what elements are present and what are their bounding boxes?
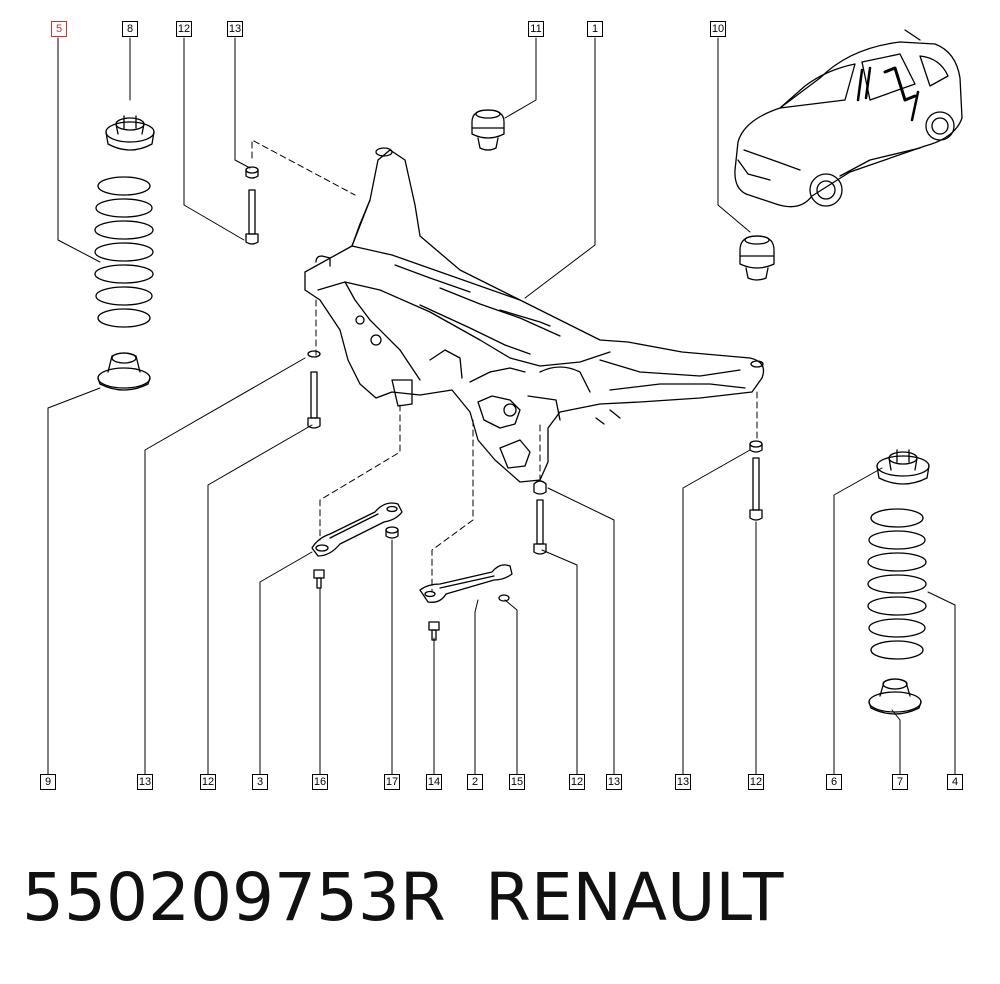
lower-spring-seat-left [97, 352, 151, 391]
callout-13-bottom-a: 13 [137, 774, 153, 790]
callout-15: 15 [509, 774, 525, 790]
lower-spring-seat-right [868, 678, 922, 715]
callout-13-bottom-b: 13 [606, 774, 622, 790]
callout-12-bottom-a: 12 [200, 774, 216, 790]
callout-16: 16 [312, 774, 328, 790]
bolt-mid-13-12 [533, 480, 547, 555]
upper-spring-seat-left [105, 115, 155, 151]
callout-12-bottom-c: 12 [748, 774, 764, 790]
part-number: 550209753R [22, 859, 446, 936]
bolt-left-13-12 [307, 350, 321, 429]
callout-2: 2 [467, 774, 483, 790]
callout-8: 8 [122, 21, 138, 37]
callout-7: 7 [892, 774, 908, 790]
callout-11: 11 [528, 21, 544, 37]
callout-9: 9 [40, 774, 56, 790]
assembly-dashed-lines [251, 139, 758, 593]
bolt-right-13-12 [749, 440, 763, 521]
callout-12-top: 12 [176, 21, 192, 37]
bump-stop-11 [471, 109, 505, 151]
upper-spring-seat-right [876, 449, 930, 485]
rear-subframe [304, 147, 765, 483]
callout-4: 4 [947, 774, 963, 790]
bracket-3 [311, 502, 403, 557]
fasteners-14-15 [428, 594, 510, 641]
brand-name: RENAULT [485, 859, 784, 936]
callout-3: 3 [252, 774, 268, 790]
callout-12-bottom-b: 12 [569, 774, 585, 790]
callout-13-top: 13 [227, 21, 243, 37]
callout-1: 1 [587, 21, 603, 37]
coil-spring-left [94, 176, 154, 328]
fasteners-16-17 [313, 526, 399, 589]
callout-17: 17 [384, 774, 400, 790]
leader-lines [47, 37, 956, 776]
coil-spring-right [867, 508, 927, 660]
callout-5: 5 [51, 21, 67, 37]
callout-13-bottom-c: 13 [675, 774, 691, 790]
callout-14: 14 [426, 774, 442, 790]
vehicle-outline [734, 29, 963, 208]
callout-10: 10 [710, 21, 726, 37]
bump-stop-10 [739, 235, 775, 281]
callout-6: 6 [826, 774, 842, 790]
bracket-2 [419, 564, 513, 603]
bolt-washer-top [245, 166, 259, 245]
